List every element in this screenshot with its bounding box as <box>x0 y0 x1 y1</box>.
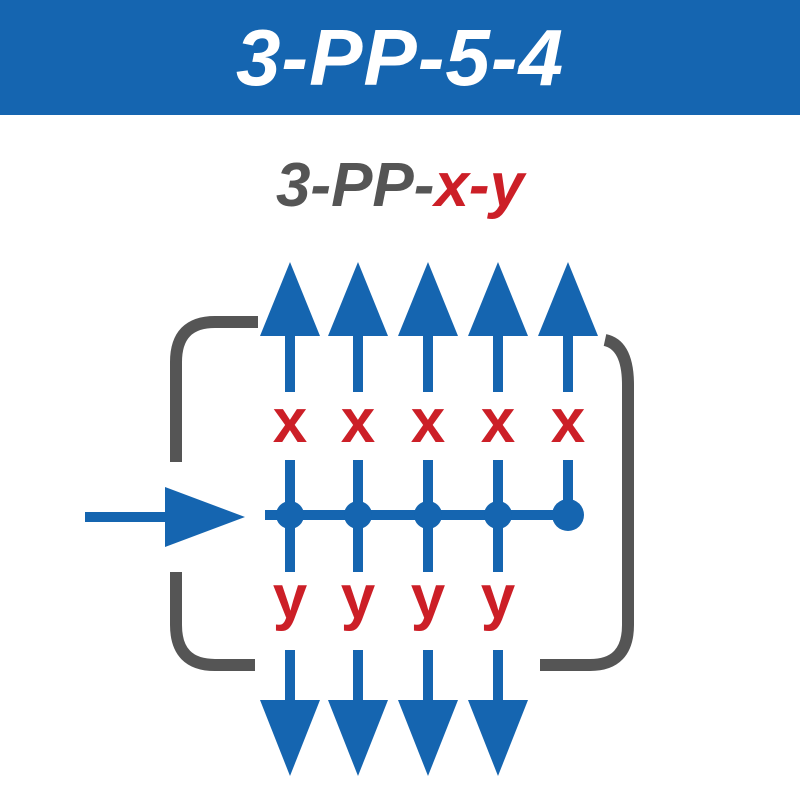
manifold-bracket <box>170 316 634 671</box>
naming-prefix: 3-PP- <box>275 151 435 220</box>
up-arrowhead <box>398 262 458 336</box>
up-arrowhead <box>468 262 528 336</box>
down-label-y: y <box>273 563 308 632</box>
up-label-x: x <box>481 387 516 456</box>
down-arrowhead <box>260 700 320 776</box>
up-arrowhead <box>538 262 598 336</box>
up-label-x: x <box>411 387 446 456</box>
up-arrowhead <box>328 262 388 336</box>
header-bar: 3-PP-5-4 <box>0 0 800 115</box>
product-title: 3-PP-5-4 <box>235 12 565 102</box>
up-arrowhead <box>260 262 320 336</box>
up-label-x: x <box>341 387 376 456</box>
junction-dot <box>552 499 584 531</box>
down-label-y: y <box>341 563 376 632</box>
down-label-y: y <box>481 563 516 632</box>
up-label-x: x <box>551 387 586 456</box>
naming-variables: x-y <box>434 151 525 220</box>
naming-scheme: 3-PP-x-y <box>0 150 800 221</box>
up-label-x: x <box>273 387 308 456</box>
down-arrowhead <box>468 700 528 776</box>
inlet-arrow <box>85 487 245 547</box>
down-arrowhead <box>398 700 458 776</box>
down-label-y: y <box>411 563 446 632</box>
down-arrowhead <box>328 700 388 776</box>
